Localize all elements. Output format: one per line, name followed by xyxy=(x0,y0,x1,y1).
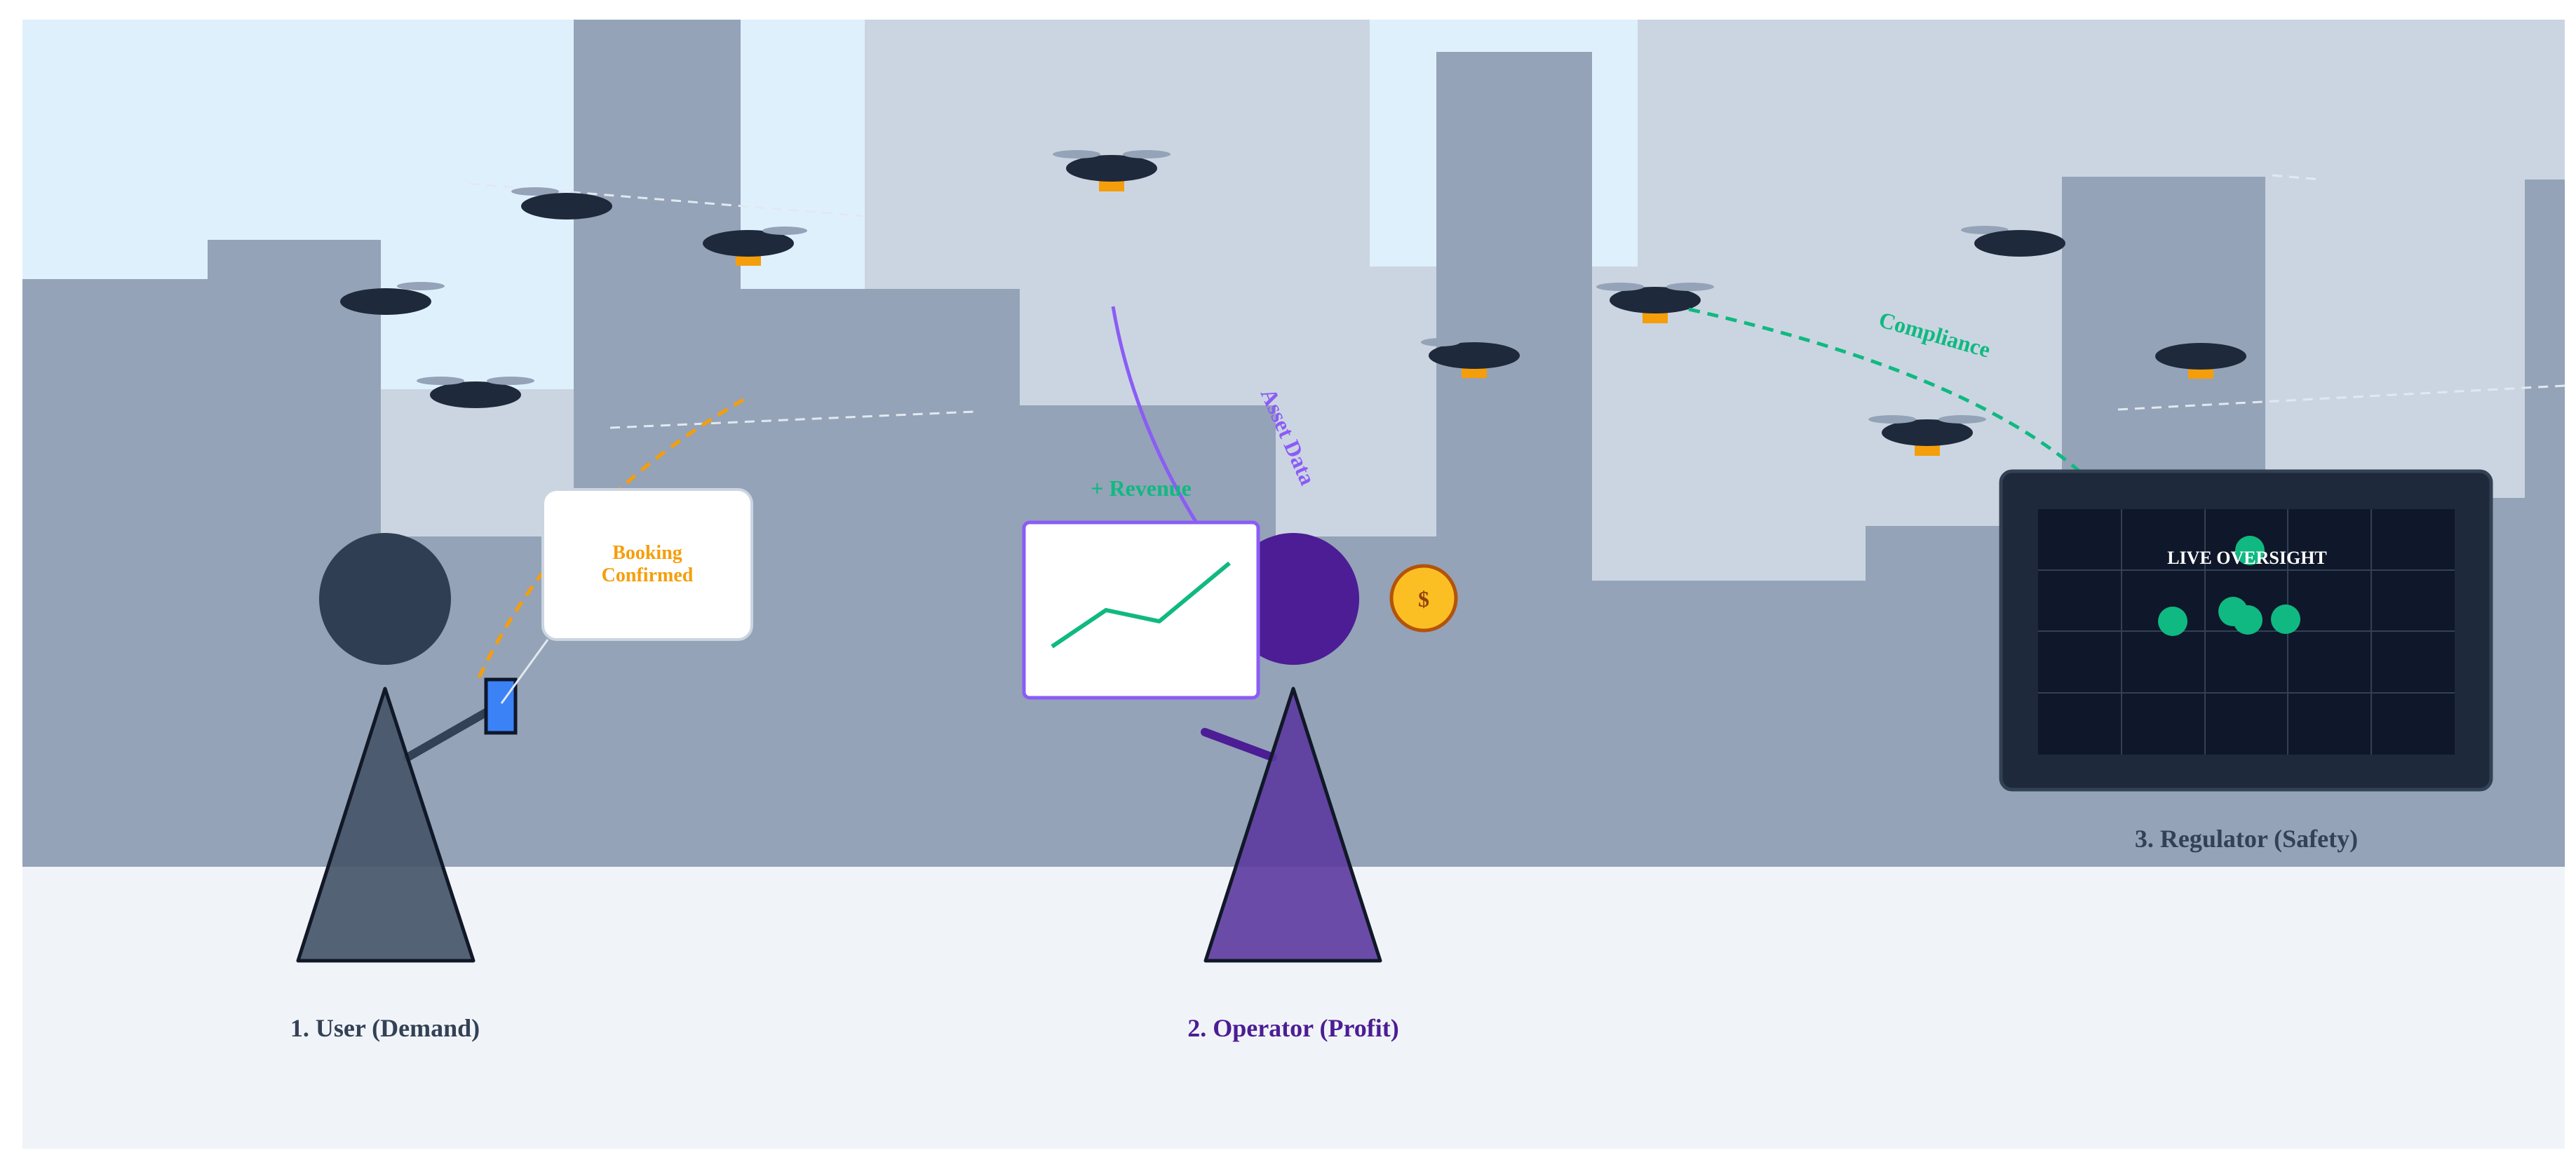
delivery-drone-icon xyxy=(1053,150,1171,191)
operator-head xyxy=(1227,533,1359,665)
operator-caption: 2. Operator (Profit) xyxy=(1187,1014,1399,1042)
tracked-drone-dot xyxy=(2235,536,2265,565)
live-oversight-label: LIVE OVERSIGHT xyxy=(2167,548,2327,568)
dollar-coin-icon: $ xyxy=(1389,564,1458,633)
drone-fleet xyxy=(340,150,2246,456)
booking-line2: Confirmed xyxy=(602,565,694,586)
coin-symbol: $ xyxy=(1418,586,1429,611)
delivery-drone-icon xyxy=(417,377,534,408)
operator-cloak xyxy=(1203,687,1382,963)
operator-figure xyxy=(1201,533,1382,963)
user-arm xyxy=(403,706,494,762)
user-figure xyxy=(296,533,518,963)
delivery-drone-icon xyxy=(1868,415,1986,456)
booking-line1: Booking xyxy=(612,542,682,564)
delivery-drone-icon xyxy=(340,282,445,315)
revenue-chart-card xyxy=(1022,520,1260,700)
delivery-drone-icon xyxy=(1421,338,1520,378)
regulator-monitor: LIVE OVERSIGHT xyxy=(1999,469,2493,792)
smartphone-icon xyxy=(484,677,518,735)
delivery-drone-icon xyxy=(511,187,612,219)
compliance-link xyxy=(1688,307,2081,473)
booking-confirmed-card: Booking Confirmed xyxy=(541,488,753,641)
flight-corridors xyxy=(469,174,2565,429)
delivery-drone-icon xyxy=(1961,226,2065,257)
delivery-drone-icon xyxy=(1596,283,1714,323)
operator-arm xyxy=(1201,728,1277,762)
tracked-drone-dots xyxy=(2158,536,2300,636)
regulator-caption: 3. Regulator (Safety) xyxy=(2135,825,2358,853)
booking-connector xyxy=(500,639,549,704)
delivery-drone-icon xyxy=(2155,343,2246,379)
tracked-drone-dot xyxy=(2271,604,2300,634)
delivery-drone-icon xyxy=(703,227,807,266)
revenue-label: + Revenue xyxy=(1091,475,1192,501)
user-cloak xyxy=(296,687,476,963)
line-chart-icon xyxy=(1051,561,1231,649)
user-caption: 1. User (Demand) xyxy=(290,1014,480,1042)
tracked-drone-dot xyxy=(2158,607,2187,636)
user-head xyxy=(319,533,451,665)
tracked-drone-dot xyxy=(2233,605,2263,635)
